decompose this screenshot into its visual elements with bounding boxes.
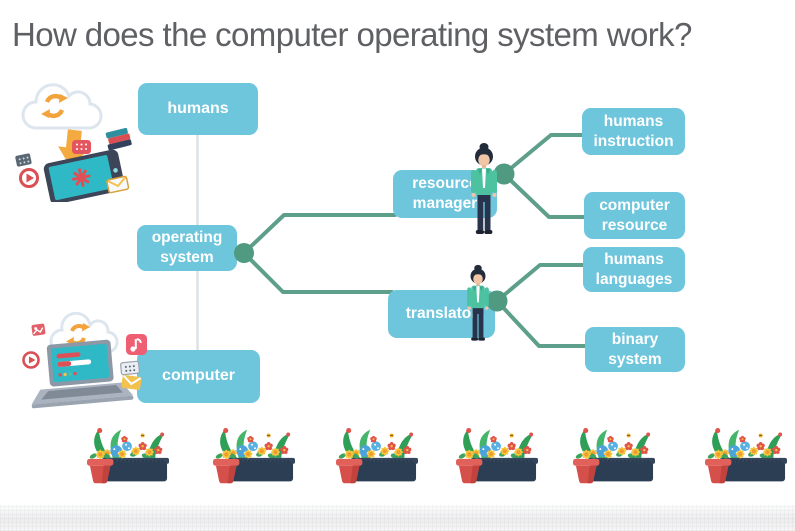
node-operating-system: operating system [137, 225, 237, 271]
person-translator-icon [467, 264, 489, 341]
laptop-icon [31, 339, 134, 409]
play-icon [19, 168, 39, 188]
page-title: How does the computer operating system w… [12, 16, 692, 53]
keyboard-app-icon [72, 140, 91, 154]
edge-os-translator [242, 251, 394, 294]
calculator-icon [15, 153, 32, 167]
flower-planter-icon [336, 426, 418, 484]
node-humans-languages: humans languages [583, 247, 685, 292]
mail-icon [121, 374, 142, 390]
edge-tr-humans-languages [495, 263, 587, 303]
flower-planter-icon [573, 426, 655, 484]
flower-planter-icon [456, 426, 538, 484]
person-resource-manager-icon [471, 143, 497, 234]
mail-icon [106, 175, 130, 194]
flower-planter-icon [705, 426, 787, 484]
edge-os-resource-manager [242, 213, 397, 255]
flower-planter-icon [213, 426, 295, 484]
edge-rm-humans-instruction [502, 133, 586, 176]
edge-tr-binary-system [495, 299, 589, 348]
tablet-icon [43, 149, 125, 202]
edge-rm-computer-resource [502, 172, 588, 219]
play-icon [22, 351, 40, 369]
bottom-texture-strip [0, 505, 795, 531]
cloud-upload-laptop-icon [22, 312, 147, 409]
cloud-download-tablet-icon [15, 83, 132, 202]
keyboard-icon [120, 360, 140, 376]
books-icon [105, 127, 132, 151]
junction-dot-os [234, 243, 254, 263]
node-binary-system: binary system [585, 327, 685, 372]
node-humans: humans [138, 83, 258, 135]
node-humans-instruction: humans instruction [582, 108, 685, 155]
cloud-sync-icon [21, 83, 103, 130]
photo-icon [31, 323, 46, 336]
node-computer: computer [137, 350, 260, 403]
flower-planter-icon [87, 426, 169, 484]
music-icon [126, 334, 147, 355]
node-computer-resource: computer resource [584, 192, 685, 239]
